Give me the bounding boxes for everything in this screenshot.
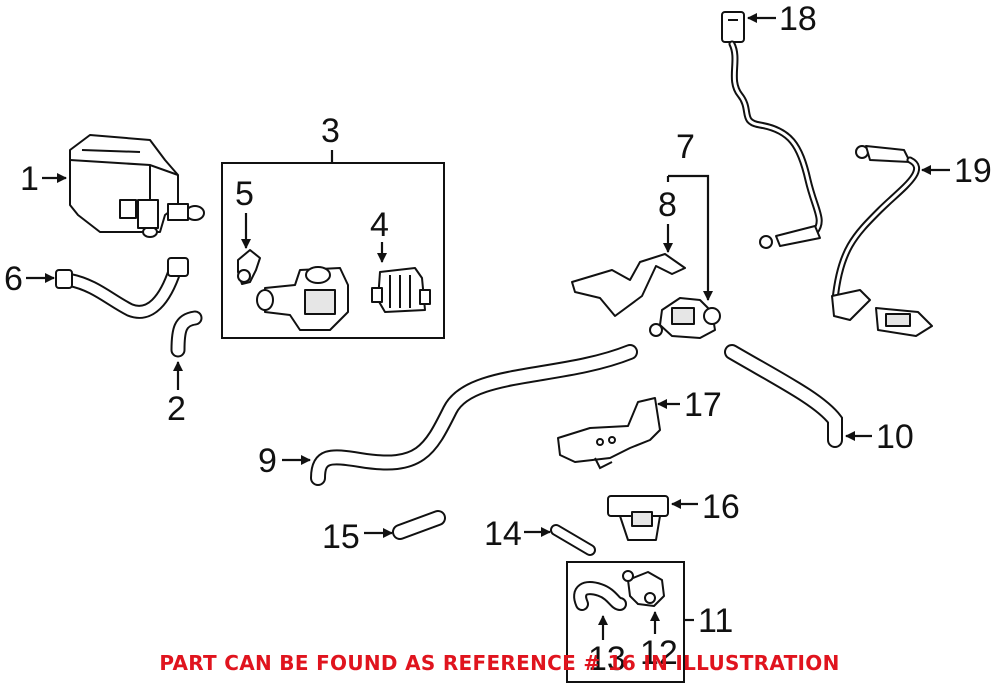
callout-17: 17 [684, 386, 722, 424]
group-11-box [566, 561, 685, 683]
callout-11: 11 [698, 602, 733, 640]
charcoal-canister-part [69, 134, 205, 238]
oxygen-sensor-lower-part [831, 145, 933, 337]
callout-6: 6 [4, 260, 23, 298]
vacuum-valve-part [649, 297, 721, 339]
valve-bracket-part [571, 253, 686, 317]
vacuum-switching-valve-part [256, 266, 349, 331]
solenoid-connector-part [371, 267, 431, 313]
reference-caption: PART CAN BE FOUND AS REFERENCE # 16 IN I… [159, 651, 840, 675]
callout-12: 12 [640, 634, 678, 672]
vapor-hose-part [55, 257, 189, 319]
callout-1: 1 [20, 160, 39, 198]
hose-piece-15-part [392, 510, 446, 540]
callout-18: 18 [779, 0, 817, 38]
callout-19: 19 [954, 152, 992, 190]
callout-16: 16 [702, 488, 740, 526]
mounting-bracket-part [557, 397, 661, 470]
small-hose-part [573, 581, 627, 611]
callout-3: 3 [321, 112, 340, 150]
callout-2: 2 [167, 390, 186, 428]
hose-piece-14-part [550, 524, 596, 556]
callout-5: 5 [235, 175, 254, 213]
callout-4: 4 [370, 206, 389, 244]
oxygen-sensor-upper-part [721, 11, 823, 249]
leader-7 [668, 174, 713, 301]
check-valve-part [622, 570, 665, 607]
angled-hose-part [724, 344, 843, 448]
callout-9: 9 [258, 442, 277, 480]
callout-7: 7 [676, 128, 695, 166]
bent-hose-part [170, 310, 203, 358]
callout-14: 14 [484, 515, 522, 553]
callout-15: 15 [322, 518, 360, 556]
callout-13: 13 [588, 640, 626, 678]
callout-10: 10 [876, 418, 914, 456]
hose-clip-part [237, 249, 261, 285]
pressure-sensor-part [607, 495, 669, 541]
long-hose-part [310, 344, 638, 486]
callout-8: 8 [658, 186, 677, 224]
